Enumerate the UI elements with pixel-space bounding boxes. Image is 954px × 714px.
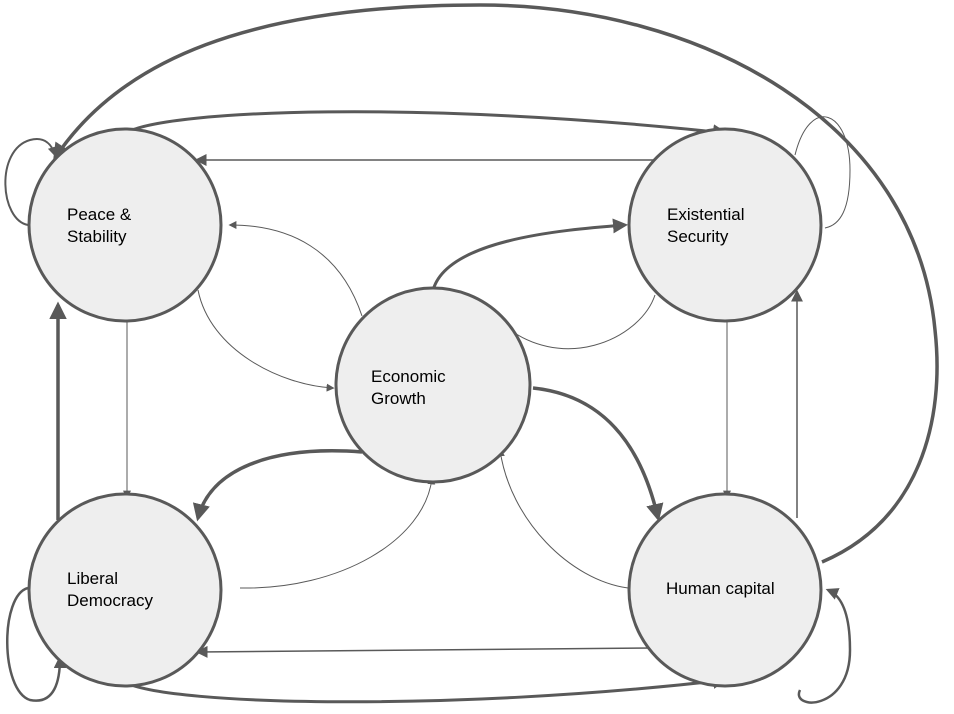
edge-liberal-to-economic <box>239 476 436 589</box>
edge-peace-to-economic <box>197 289 335 392</box>
edge-economic-to-liberal <box>192 449 363 522</box>
edge-human-self-loop <box>797 588 852 704</box>
label-existential-security: Existential Security <box>667 205 745 246</box>
node-existential-security <box>627 127 823 323</box>
edge-liberal-self-loop <box>6 586 67 702</box>
edge-peace-to-existential <box>127 110 728 140</box>
label-peace-stability: Peace & Stability <box>67 205 132 246</box>
edge-liberal-to-human <box>126 673 728 704</box>
node-liberal-democracy <box>27 492 223 688</box>
node-human-capital <box>627 492 823 688</box>
edge-economic-to-peace <box>228 221 363 317</box>
label-liberal-democracy: Liberal Democracy <box>67 569 153 610</box>
edge-economic-to-existential <box>430 218 628 296</box>
edge-existential-self-loop <box>794 116 851 229</box>
edge-existential-to-economic <box>498 294 656 350</box>
node-economic-growth <box>334 286 532 484</box>
edge-human-to-liberal <box>195 645 656 658</box>
edge-peace-self-loop <box>4 138 58 226</box>
label-economic-growth: Economic Growth <box>371 367 446 408</box>
node-peace-stability <box>27 127 223 323</box>
edge-economic-to-human <box>532 386 664 522</box>
label-human-capital: Human capital <box>666 579 775 598</box>
edge-human-to-economic <box>496 448 629 589</box>
edge-human-to-peace <box>53 3 939 564</box>
